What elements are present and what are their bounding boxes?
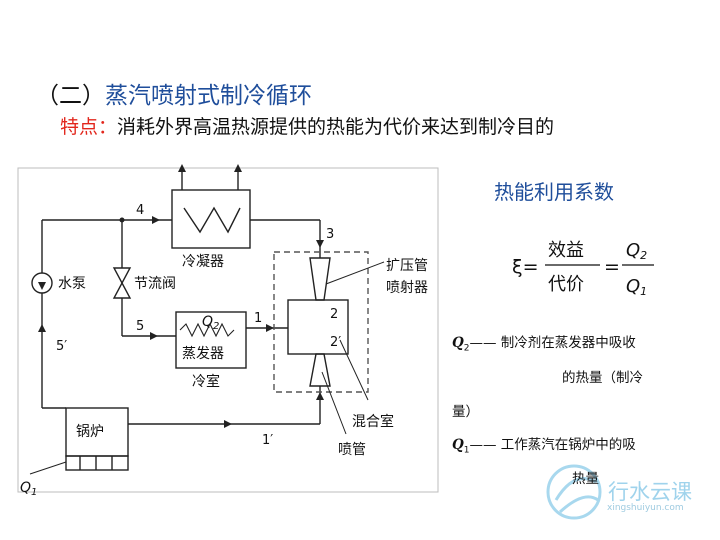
pump-label: 水泵 bbox=[58, 276, 86, 292]
formula-q-numerator: Q2 bbox=[626, 240, 647, 262]
formula-denominator: 代价 bbox=[548, 274, 584, 295]
legend-q1-line2: 热量 bbox=[572, 471, 599, 487]
title-text: 蒸汽喷射式制冷循环 bbox=[105, 83, 312, 109]
point-5-prime: 5′ bbox=[56, 339, 67, 354]
diffuser-label: 扩压管 bbox=[386, 258, 428, 274]
legend-q2-line2: 的热量（制冷 bbox=[562, 370, 643, 386]
xi-symbol: ξ= bbox=[512, 256, 539, 278]
nozzle-shape bbox=[309, 353, 331, 387]
mixing-label: 混合室 bbox=[352, 413, 394, 430]
formula-equals: = bbox=[604, 256, 620, 278]
feature-line: 特点：消耗外界高温热源提供的热能为代价来达到制冷目的 bbox=[60, 112, 554, 139]
diagram-q1: Q1 bbox=[20, 480, 37, 498]
point-5: 5 bbox=[136, 319, 144, 334]
boiler-label: 锅炉 bbox=[76, 424, 104, 440]
formula-q-denominator: Q1 bbox=[626, 276, 647, 298]
title-prefix: （二） bbox=[36, 83, 105, 109]
point-2-prime: 2′ bbox=[330, 335, 341, 350]
feature-label: 特点： bbox=[60, 116, 118, 138]
evaporator-label: 蒸发器 bbox=[182, 346, 224, 362]
nozzle-label: 喷管 bbox=[338, 442, 366, 458]
point-2: 2 bbox=[330, 307, 338, 322]
efficiency-formula: ξ= 效益 代价 = Q2 Q1 bbox=[512, 240, 654, 298]
diffuser-shape bbox=[309, 257, 331, 301]
point-3: 3 bbox=[326, 227, 334, 242]
feature-text: 消耗外界高温热源提供的热能为代价来达到制冷目的 bbox=[117, 116, 555, 138]
page-title: （二）蒸汽喷射式制冷循环 bbox=[36, 76, 312, 110]
watermark-url: xingshuiyun.com bbox=[607, 503, 684, 513]
condenser-label: 冷凝器 bbox=[182, 254, 224, 270]
diagram-q2: Q2 bbox=[202, 314, 219, 332]
ejector-enclosure bbox=[273, 251, 369, 393]
legend-q2-line1: Q2—— 制冷剂在蒸发器中吸收 bbox=[452, 335, 636, 354]
point-1: 1 bbox=[254, 311, 262, 326]
throttle-label: 节流阀 bbox=[134, 276, 176, 292]
watermark-text: 行水云课 bbox=[608, 480, 692, 504]
watermark-logo-icon bbox=[546, 464, 602, 520]
point-4: 4 bbox=[136, 203, 144, 218]
ejector-label: 喷射器 bbox=[386, 280, 428, 296]
formula-heading: 热能利用系数 bbox=[494, 180, 614, 204]
evaporator-box bbox=[175, 311, 247, 369]
legend-q2-line3: 量） bbox=[452, 404, 479, 420]
throttle-valve bbox=[112, 267, 132, 299]
formula-numerator: 效益 bbox=[548, 240, 584, 261]
condenser-box bbox=[171, 189, 251, 249]
cold-room-label: 冷室 bbox=[192, 373, 220, 390]
diagram-frame bbox=[17, 167, 439, 493]
point-1-prime: 1′ bbox=[262, 433, 273, 448]
legend-q1-line1: Q1—— 工作蒸汽在锅炉中的吸 bbox=[452, 437, 636, 456]
